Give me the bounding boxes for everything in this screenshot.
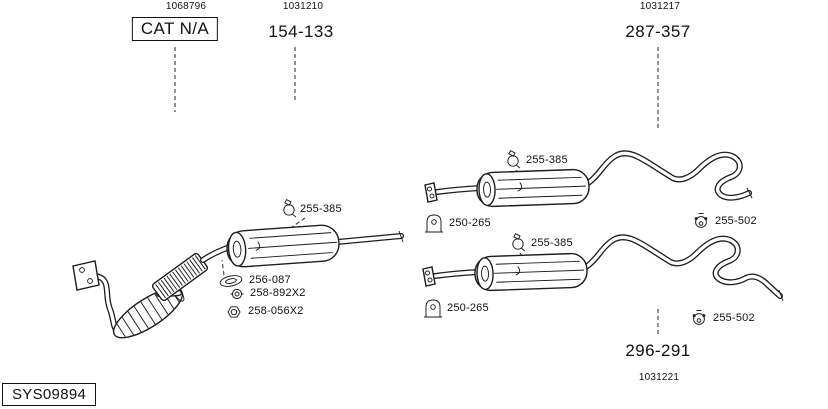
clamp-icon: [507, 150, 521, 169]
front-pipe-catalyst-assembly: [72, 245, 230, 339]
center-muffler: [226, 224, 340, 268]
bolt-icon: [230, 288, 244, 300]
catalog-ref-cat: 1068796: [165, 1, 207, 12]
clamp-icon: [283, 199, 297, 218]
part-number-rear-lower: 296-291: [625, 341, 691, 360]
nut-icon: [227, 306, 241, 318]
gasket-icon: [219, 275, 243, 287]
rubber-hanger-icon: [694, 213, 708, 228]
clamp-icon: [512, 233, 526, 252]
part-code-label: 255-502: [715, 215, 757, 227]
part-code-label: 255-385: [531, 237, 573, 249]
part-code-label: 250-265: [447, 302, 489, 314]
catalog-ref-center: 1031210: [282, 1, 324, 12]
center-muffler-assembly: [226, 224, 404, 268]
part-code-label: 258-056X2: [248, 305, 304, 317]
part-code-label: 255-385: [300, 203, 342, 215]
part-code-label: 250-265: [449, 217, 491, 229]
front-flange: [72, 260, 100, 291]
part-code-label: 255-385: [526, 154, 568, 166]
part-code-label: 256-087: [249, 274, 291, 286]
rear-flange-lower: [422, 266, 436, 287]
rear-system-lower: [422, 234, 784, 302]
part-code-label: 255-502: [713, 312, 755, 324]
rubber-hanger-icon: [692, 310, 706, 325]
rear-system-upper: [424, 150, 753, 208]
rear-muffler-upper: [476, 168, 590, 208]
part-code-label: 258-892X2: [250, 287, 306, 299]
rear-muffler-lower: [474, 252, 588, 292]
part-number-rear-upper: 287-357: [625, 22, 691, 41]
rear-flange-upper: [424, 182, 438, 203]
hanger-icon: [424, 299, 442, 318]
part-number-center: 154-133: [268, 22, 334, 41]
hanger-icon: [425, 214, 443, 233]
system-code-badge: SYS09894: [2, 383, 97, 406]
catalog-ref-rear-lower: 1031221: [638, 372, 680, 383]
part-number-cat: CAT N/A: [131, 17, 219, 41]
catalog-ref-rear-upper: 1031217: [639, 1, 681, 12]
